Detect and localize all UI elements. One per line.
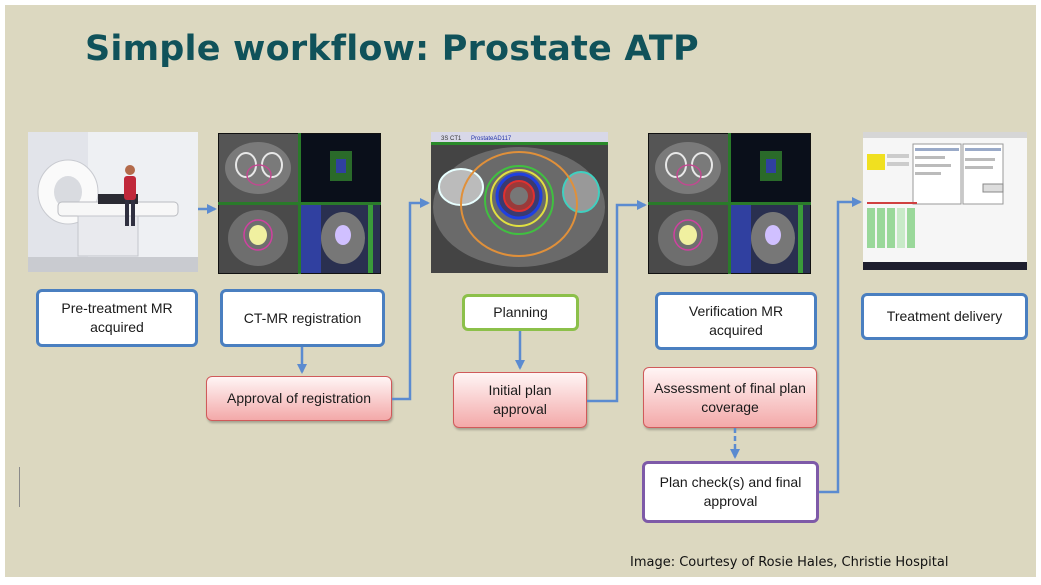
- mr-linac-photo: [28, 132, 198, 272]
- left-edge-mark: [19, 467, 20, 507]
- treatment-delivery-screen: [863, 132, 1027, 270]
- step-pretreatment-mr: Pre-treatment MR acquired: [36, 289, 198, 347]
- ct-mr-registration-screen: [218, 133, 381, 274]
- step-ct-mr-registration: CT-MR registration: [220, 289, 385, 347]
- planning-tab-1: 3S CT1: [441, 136, 462, 142]
- step-treatment-delivery: Treatment delivery: [861, 293, 1028, 340]
- planning-screen: 3S CT1 ProstateAD117: [431, 132, 608, 273]
- step-approval-registration: Approval of registration: [206, 376, 392, 421]
- step-verification-mr: Verification MR acquired: [655, 292, 817, 350]
- planning-tab-2: ProstateAD117: [471, 136, 512, 142]
- slide: Simple workflow: Prostate ATP: [5, 5, 1036, 577]
- step-planning: Planning: [462, 294, 579, 331]
- step-plan-checks: Plan check(s) and final approval: [642, 461, 819, 523]
- image-credit: Image: Courtesy of Rosie Hales, Christie…: [630, 555, 949, 570]
- arrow-plan-check-to-delivery: [819, 197, 862, 494]
- verification-mr-screen: [648, 133, 811, 274]
- slide-title: Simple workflow: Prostate ATP: [85, 29, 699, 69]
- step-assessment-final-plan: Assessment of final plan coverage: [643, 367, 817, 428]
- step-initial-plan-approval: Initial plan approval: [453, 372, 587, 428]
- arrow-approval-to-planning: [392, 198, 430, 401]
